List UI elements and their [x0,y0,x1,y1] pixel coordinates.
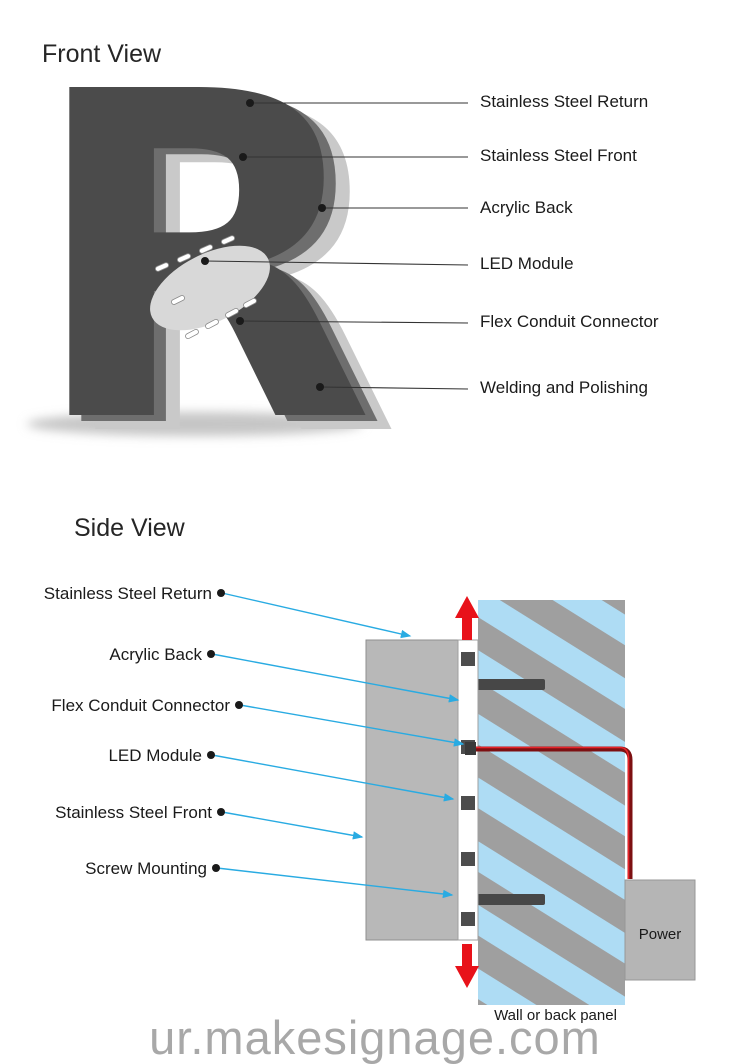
label-side-acrylic-back: Acrylic Back [109,645,202,664]
led-strip-dashes [154,235,257,340]
label-stainless-steel-front: Stainless Steel Front [480,146,637,165]
label-side-stainless-steel-return: Stainless Steel Return [43,584,212,603]
acrylic-back-cross-section [457,639,479,941]
label-led-module: LED Module [480,254,574,273]
letter-drop-shadow [27,412,363,436]
side-leader-lines [211,592,465,899]
power-supply-box [624,879,696,981]
power-wire-core [472,746,630,879]
flex-conduit-connector-block [465,742,476,755]
red-arrow-up [455,596,479,640]
side-leader-dots [207,589,243,872]
power-box-label: Power [638,926,682,943]
front-letter-graphic: R R R [27,0,401,536]
front-leader-lines [204,102,469,390]
led-modules [461,652,475,926]
label-side-screw-mounting: Screw Mounting [85,859,207,878]
label-side-stainless-steel-front: Stainless Steel Front [55,803,212,822]
wall-hatching [478,600,625,1005]
label-welding-and-polishing: Welding and Polishing [480,378,648,397]
side-view-diagram [365,596,696,1005]
led-module-area [150,245,270,331]
front-view-title: Front View [42,40,162,68]
label-stainless-steel-return: Stainless Steel Return [480,92,649,111]
label-flex-conduit-connector: Flex Conduit Connector [480,312,659,331]
front-leader-dots [201,99,326,391]
label-acrylic-back: Acrylic Back [480,198,573,217]
label-side-led-module: LED Module [108,746,202,765]
wall-caption: Wall or back panel [494,1007,617,1024]
side-view-title: Side View [74,514,185,542]
label-side-flex-conduit-connector: Flex Conduit Connector [51,696,230,715]
red-arrow-down [455,944,479,988]
watermark: ur.makesignage.com [149,1011,601,1064]
